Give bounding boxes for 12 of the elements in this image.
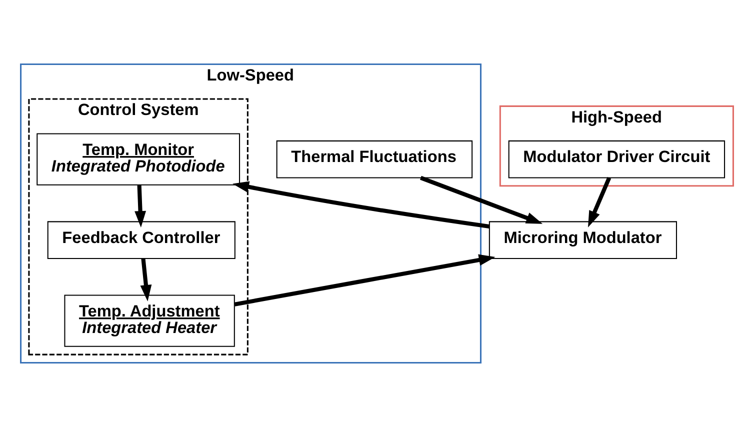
arrow bbox=[140, 258, 152, 302]
arrow bbox=[134, 185, 146, 228]
node-box: Modulator Driver Circuit bbox=[508, 140, 726, 178]
arrow bbox=[232, 181, 490, 229]
node-box: Temp. Monitor Integrated Photodiode bbox=[36, 133, 240, 186]
node-box: Temp. Adjustment Integrated Heater bbox=[64, 294, 235, 347]
node-box: Microring Modulator bbox=[488, 221, 677, 259]
arrow bbox=[420, 176, 543, 224]
node-box: Feedback Controller bbox=[47, 221, 236, 259]
arrow bbox=[588, 177, 612, 228]
node-box: Thermal Fluctuations bbox=[276, 140, 473, 178]
arrow bbox=[234, 254, 496, 306]
